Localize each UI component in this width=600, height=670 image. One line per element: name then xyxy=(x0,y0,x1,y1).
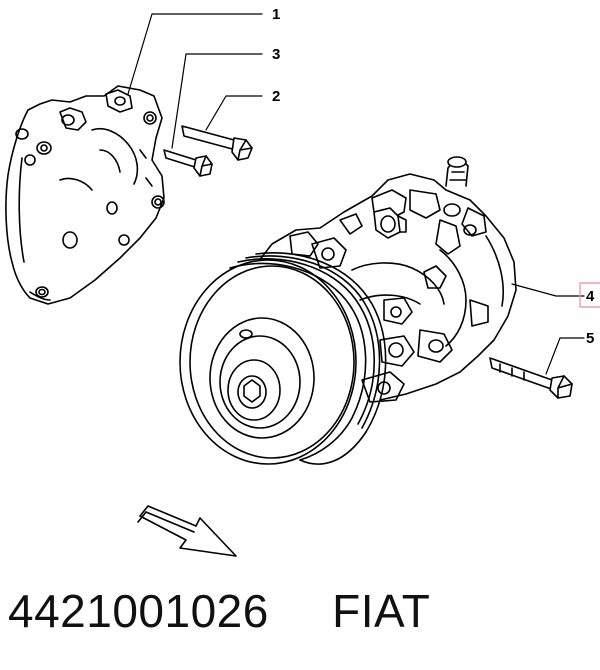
part-number: 4421001026 xyxy=(8,585,269,637)
ac-compressor xyxy=(179,156,517,465)
exploded-parts-diagram: 1 3 2 4 5 xyxy=(5,6,600,557)
callout-2: 2 xyxy=(272,88,280,105)
bolt-mounting xyxy=(489,357,573,399)
bolt-long xyxy=(181,125,253,161)
callout-1: 1 xyxy=(272,6,280,23)
bracket-plate xyxy=(5,85,165,305)
part-caption: 4421001026 FIAT xyxy=(8,584,430,638)
callout-3: 3 xyxy=(272,46,280,63)
callout-5: 5 xyxy=(586,330,594,347)
callout-4: 4 xyxy=(586,288,595,305)
bolt-short xyxy=(163,149,213,177)
direction-arrow xyxy=(137,505,237,557)
callout-4-highlight xyxy=(579,282,600,308)
brand-name: FIAT xyxy=(332,585,431,637)
leader-lines xyxy=(127,13,585,375)
